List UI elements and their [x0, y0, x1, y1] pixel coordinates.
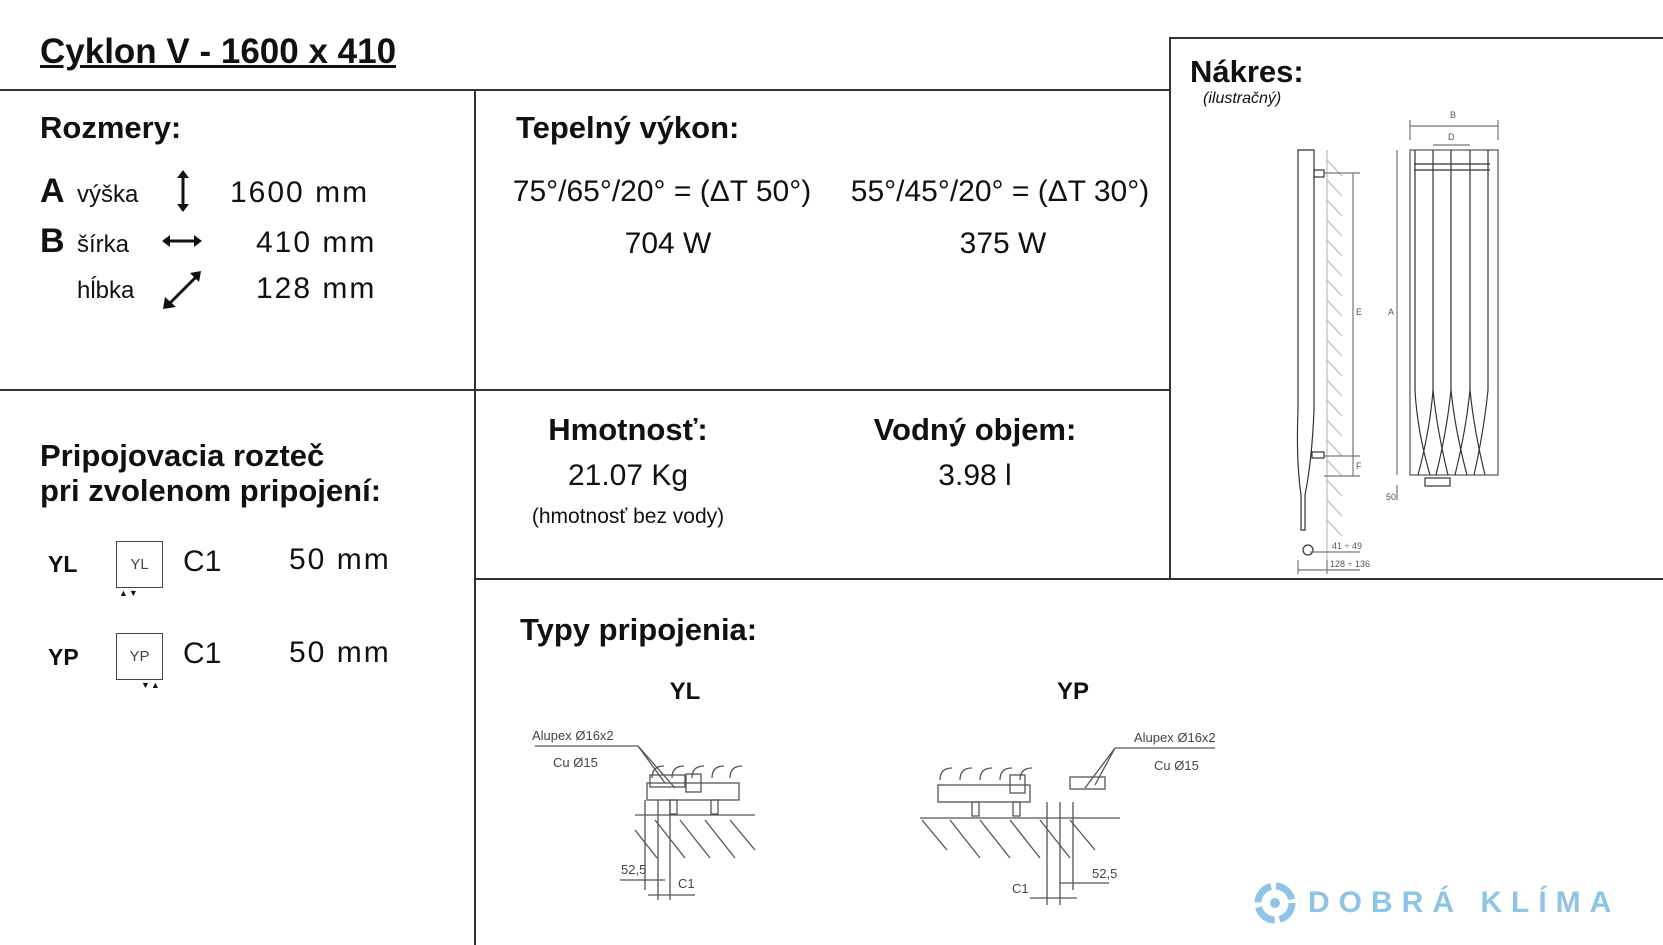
yp-connection-diagram: Alupex Ø16x2 Cu Ø15 52,5 C1 — [920, 730, 1216, 905]
dimension-letter: B — [40, 222, 65, 260]
logo-text: DOBRÁ KLÍMA — [1308, 886, 1621, 919]
dimension-value: 1600 mm — [230, 176, 370, 209]
weight-note: (hmotnosť bez vody) — [531, 505, 725, 528]
drawing-label-b: B — [1450, 110, 1456, 120]
divider — [1169, 37, 1663, 39]
divider — [474, 89, 476, 945]
dimension-label: 52,5 — [1092, 866, 1117, 881]
arrows-icon: ▼▲ — [141, 680, 161, 690]
divider — [1169, 37, 1171, 579]
drawing-label-f: F — [1356, 461, 1362, 471]
dimension-label: C1 — [678, 876, 695, 891]
pipe-label: Alupex Ø16x2 — [532, 728, 614, 743]
drawing-label-depth: 128 ÷ 136 — [1330, 559, 1370, 569]
divider — [0, 89, 1170, 91]
spacing-heading: Pripojovacia rozteč pri zvolenom pripoje… — [40, 438, 381, 508]
spacing-value: 50 mm — [289, 543, 391, 576]
diagram-label: YL — [669, 678, 701, 705]
drawing-heading: Nákres: — [1190, 54, 1304, 89]
pipe-label: Cu Ø15 — [1154, 758, 1199, 773]
dimension-label: výška — [77, 181, 139, 208]
drawing-label-offset: 41 ÷ 49 — [1332, 541, 1362, 551]
dimension-value: 128 mm — [256, 272, 377, 305]
spacing-heading-line: Pripojovacia rozteč — [40, 438, 325, 473]
connection-type: YP — [48, 644, 79, 670]
logo-swirl-icon — [1254, 882, 1296, 924]
connection-types-heading: Typy pripojenia: — [520, 612, 758, 647]
heat-value: 704 W — [624, 227, 712, 260]
divider — [0, 389, 1170, 391]
heat-condition: 55°/45°/20° = (ΔT 30°) — [850, 175, 1150, 208]
drawing-subheading: (ilustračný) — [1203, 90, 1282, 107]
water-volume-value: 3.98 l — [938, 459, 1012, 492]
dimension-label: 52,5 — [621, 862, 646, 877]
dimension-label: šírka — [77, 231, 130, 258]
pipe-label: Alupex Ø16x2 — [1134, 730, 1216, 745]
spacing-value: 50 mm — [289, 636, 391, 669]
vertical-arrow-icon — [177, 170, 189, 212]
drawing-label-e: E — [1356, 307, 1362, 317]
dimension-letter: A — [40, 172, 65, 210]
divider — [474, 578, 1663, 580]
connection-box-icon: YP — [116, 633, 163, 680]
drawing-label-a: A — [1388, 307, 1394, 317]
spacing-heading-line: pri zvolenom pripojení: — [40, 473, 382, 508]
arrows-icon: ▲▼ — [119, 588, 139, 598]
page-title: Cyklon V - 1600 x 410 — [40, 32, 397, 71]
radiator-technical-drawing: B D A E F 50 41 ÷ 49 128 ÷ 136 — [1296, 110, 1499, 574]
company-logo: DOBRÁ KLÍMA — [1254, 882, 1620, 924]
diagonal-arrow-icon — [163, 271, 201, 309]
spacing-name: C1 — [183, 545, 222, 578]
water-volume-heading: Vodný objem: — [873, 412, 1077, 447]
heat-condition: 75°/65°/20° = (ΔT 50°) — [512, 175, 812, 208]
dimension-label: hĺbka — [77, 277, 135, 304]
drawing-label-50: 50 — [1386, 492, 1396, 502]
yl-connection-diagram: Alupex Ø16x2 Cu Ø15 52,5 C1 — [532, 728, 756, 900]
diagram-label: YP — [1056, 678, 1090, 705]
pipe-label: Cu Ø15 — [553, 755, 598, 770]
weight-heading: Hmotnosť: — [548, 412, 708, 447]
weight-value: 21.07 Kg — [567, 459, 689, 492]
horizontal-arrow-icon — [162, 235, 202, 247]
dimension-label: C1 — [1012, 881, 1029, 896]
heat-output-heading: Tepelný výkon: — [516, 110, 740, 145]
connection-box-icon: YL — [116, 541, 163, 588]
dimension-value: 410 mm — [256, 226, 377, 259]
spacing-name: C1 — [183, 637, 222, 670]
heat-value: 375 W — [959, 227, 1047, 260]
drawing-label-d: D — [1448, 132, 1455, 142]
connection-type: YL — [48, 551, 78, 577]
dimensions-heading: Rozmery: — [40, 110, 182, 145]
